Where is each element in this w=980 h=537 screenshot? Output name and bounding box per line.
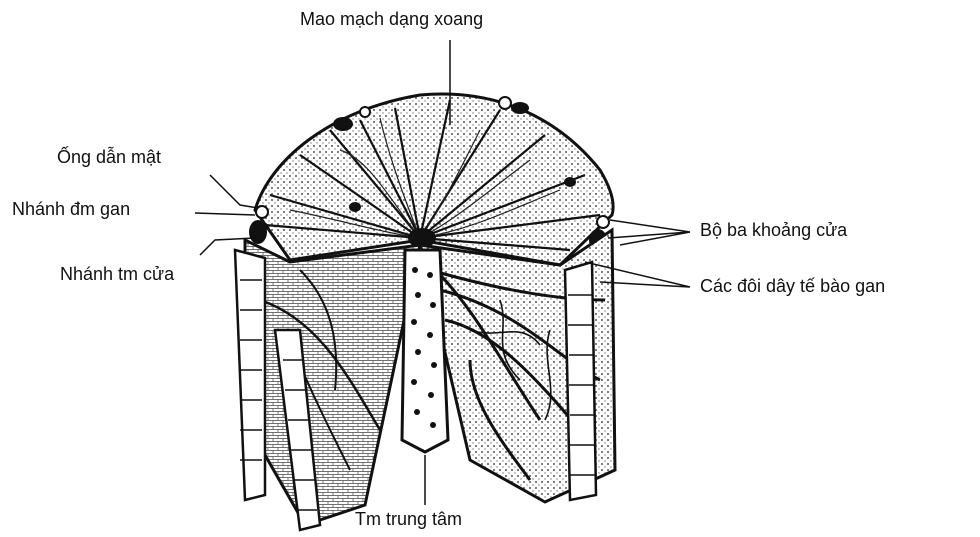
right-side-column [565,262,596,500]
leader-bile-duct [210,175,258,208]
label-central-vein: Tm trung tâm [355,510,462,528]
label-portal-triad: Bộ ba khoảng cửa [700,221,847,239]
label-bile-duct: Ống dẫn mật [57,148,161,166]
label-hepatocyte-cords: Các đôi dây tế bào gan [700,277,885,295]
central-vein-column [402,250,448,452]
leader-portal-triad [608,220,690,245]
label-sinusoid: Mao mạch dạng xoang [300,10,483,28]
leader-hepatic-artery [195,213,255,215]
lobule-left-face [245,240,420,525]
label-portal-vein-branch: Nhánh tm cửa [60,265,174,283]
lobule-top-surface [249,94,613,265]
label-hepatic-artery-branch: Nhánh đm gan [12,200,130,218]
